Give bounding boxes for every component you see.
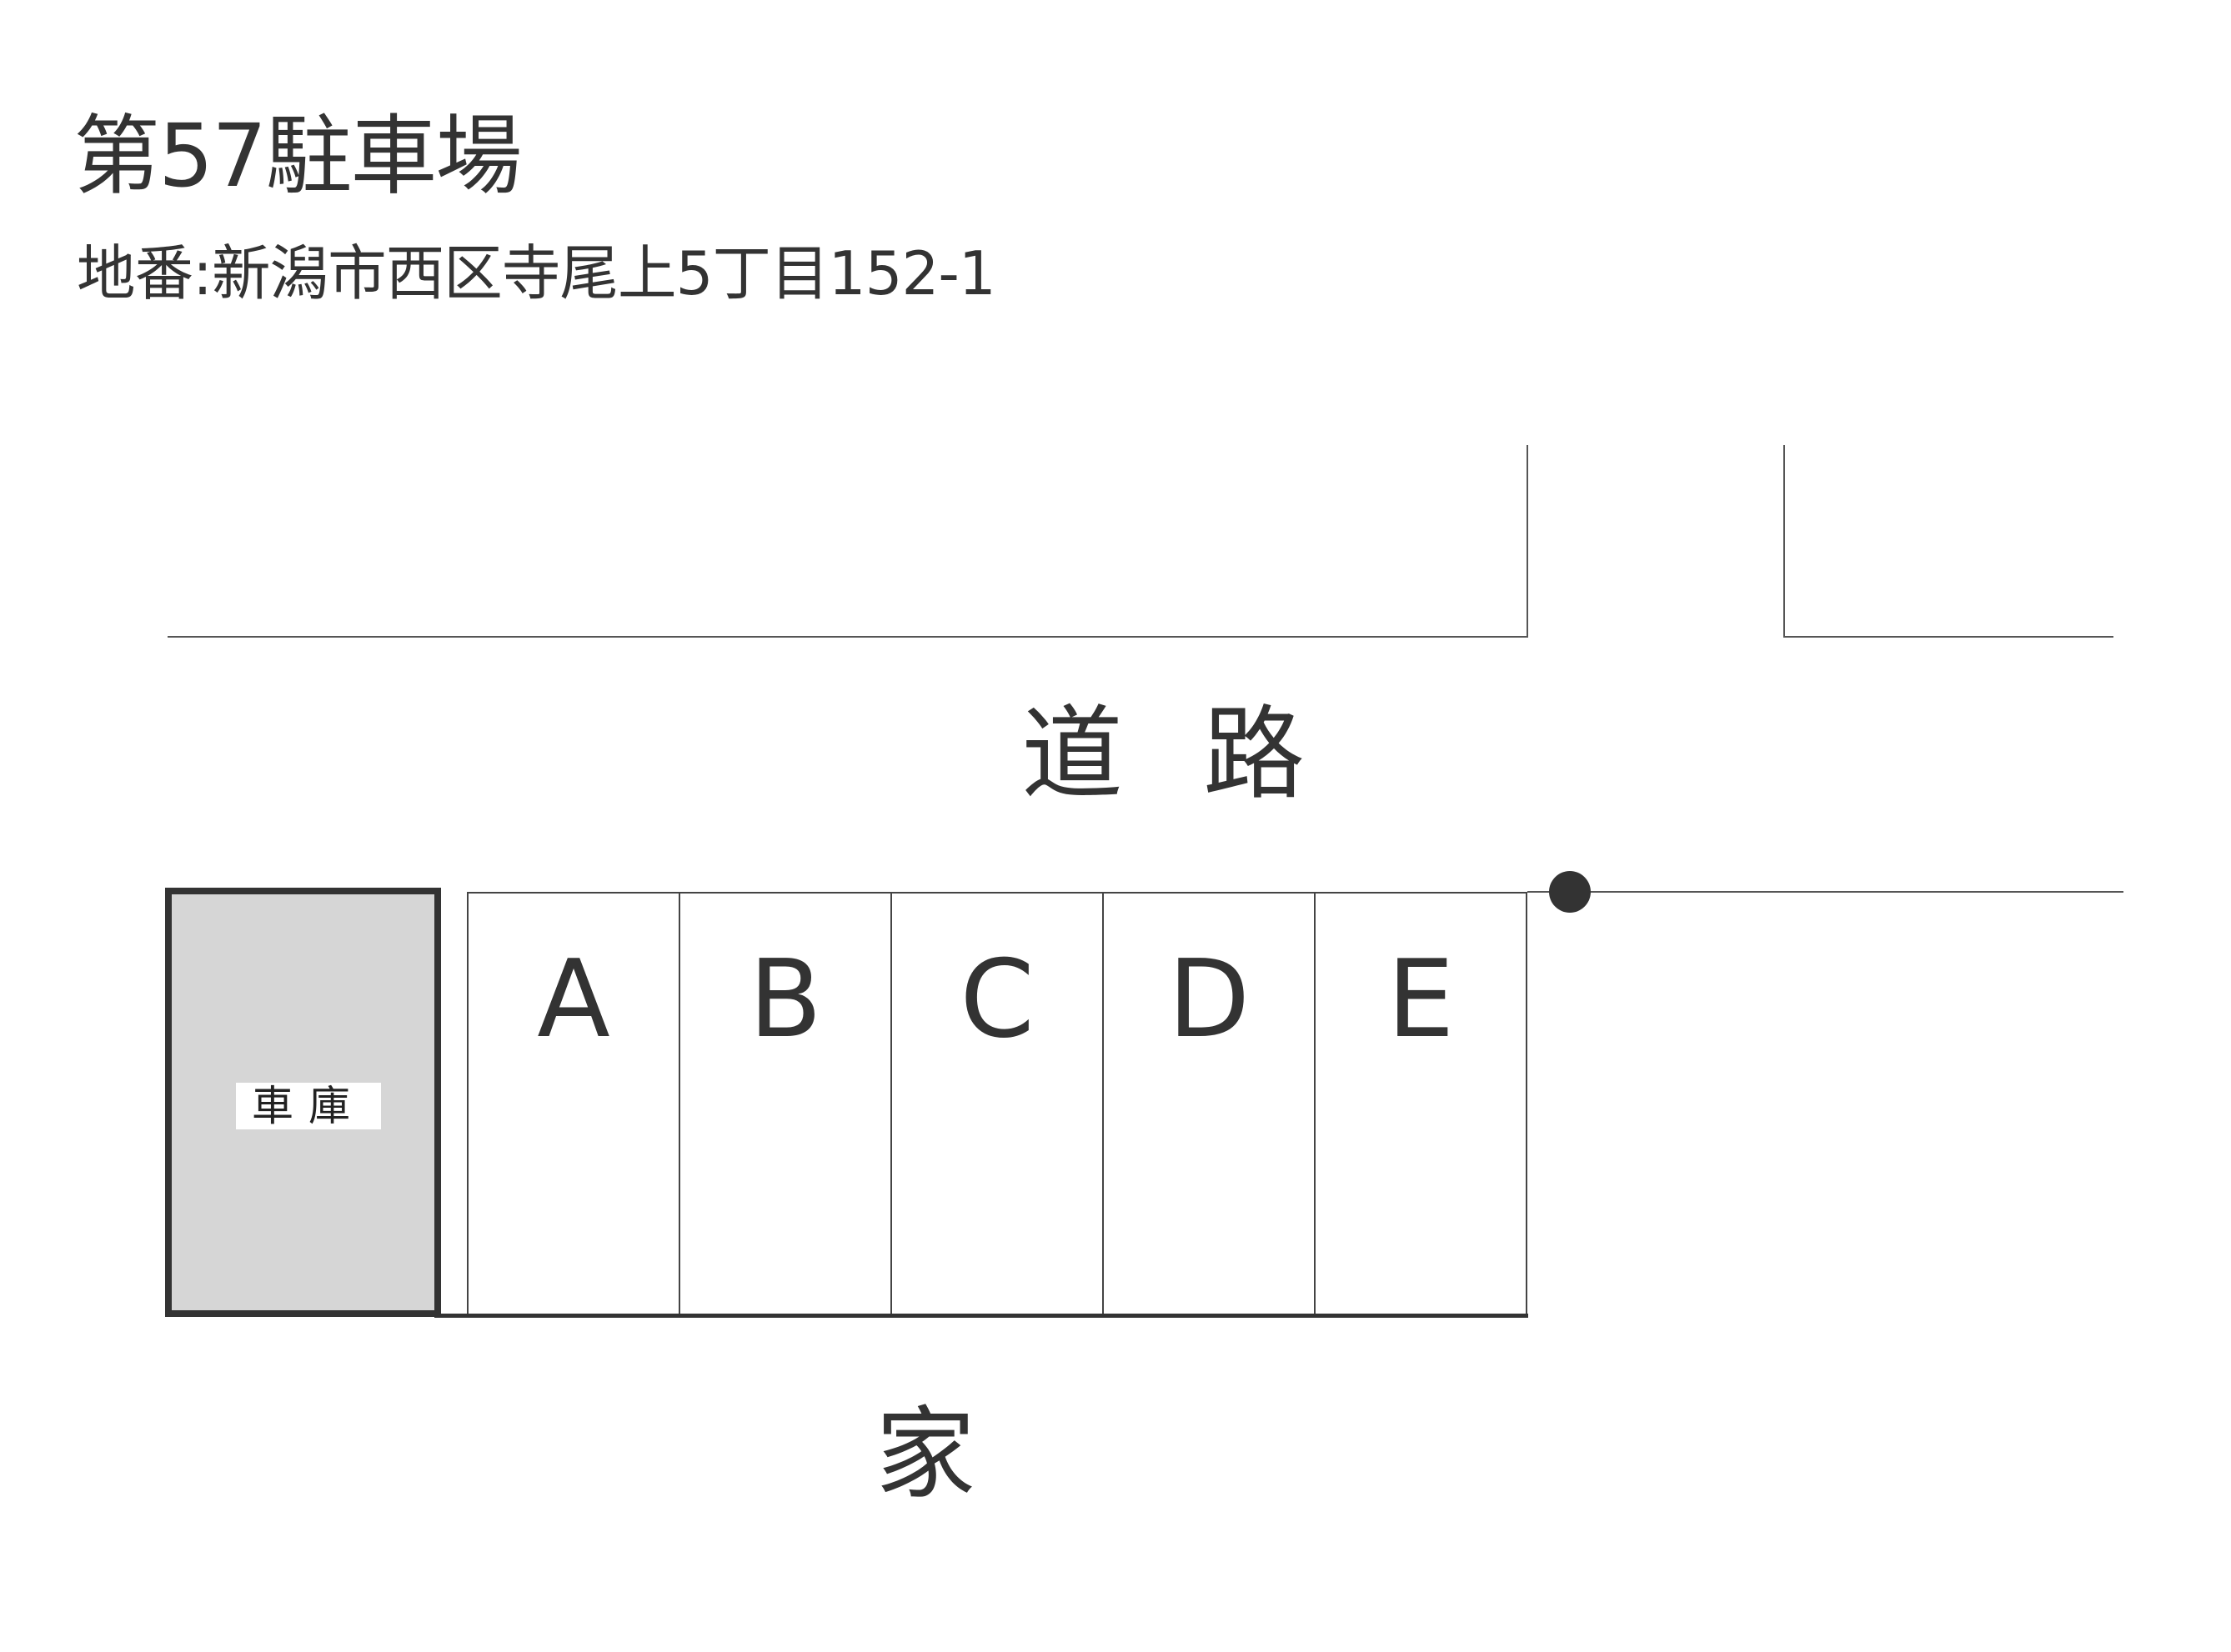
page-title: 第57駐車場 [73,105,522,207]
stall-label: A [537,938,610,1062]
stall-label: E [1386,938,1455,1062]
stall-d[interactable]: D [1104,894,1316,1314]
road-lower-edge-right [1527,891,2123,893]
stall-label: B [749,938,822,1062]
stall-label: C [960,938,1035,1062]
boundary-marker-icon [1549,871,1591,913]
parking-stalls: A B C D E [467,892,1527,1314]
stall-label: D [1167,938,1251,1062]
garage: 車庫 [165,888,441,1317]
road-label: 道路 [1021,695,1385,813]
house-label: 家 [875,1397,975,1513]
side-street-left-edge [1527,445,1528,637]
lot-rear-boundary [434,1314,1528,1318]
stall-a[interactable]: A [469,894,680,1314]
lot-address: 地番:新潟市西区寺尾上5丁目152-1 [77,238,996,308]
stall-c[interactable]: C [892,894,1104,1314]
road-upper-edge-left [168,636,1528,638]
stall-e[interactable]: E [1316,894,1526,1314]
road-upper-edge-right [1783,636,2113,638]
stall-b[interactable]: B [680,894,892,1314]
side-street-right-edge [1783,445,1785,637]
garage-label: 車庫 [236,1083,381,1129]
